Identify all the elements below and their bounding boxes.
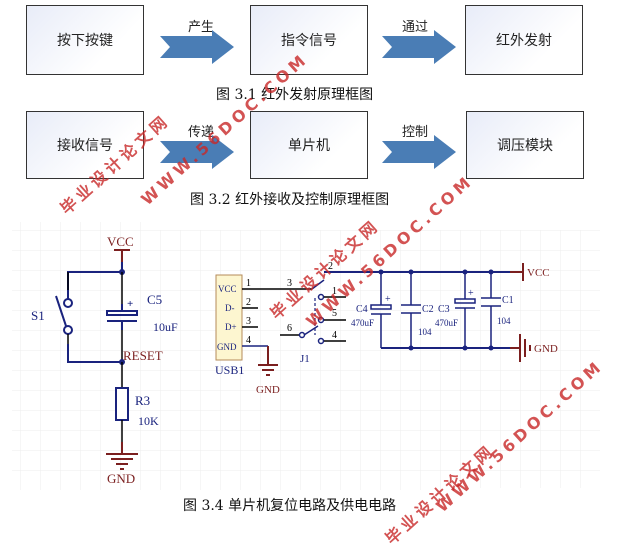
ground-icon [106, 453, 138, 470]
pin-label: D+ [225, 322, 237, 332]
resistor-icon [115, 387, 129, 421]
arrow-label-control: 控制 [401, 125, 428, 140]
pin-number: 3 [287, 278, 292, 289]
pin-number: 2 [328, 261, 333, 272]
pin-number: 4 [246, 335, 251, 346]
box-label: 指令信号 [281, 33, 337, 49]
capacitor-name: C2 [422, 304, 434, 315]
pin-label: D- [225, 303, 235, 313]
box-label: 单片机 [288, 138, 330, 154]
capacitor-name: C5 [147, 292, 162, 307]
capacitor-name: C3 [438, 304, 450, 315]
box-label: 调压模块 [497, 138, 553, 154]
box-receive-signal: 接收信号 [26, 111, 144, 179]
resistor-value: 10K [138, 414, 159, 428]
capacitor-value: 104 [497, 316, 511, 326]
pin-number: 5 [332, 308, 337, 319]
arrow-icon [160, 30, 234, 64]
svg-text:+: + [468, 288, 474, 299]
capacitor-value: 104 [418, 327, 432, 337]
power-circuit: VCC D- D+ GND 1 2 3 4 USB1 GND 3 2 1 5 [215, 261, 558, 396]
reset-circuit: VCC S1 + C5 10uF RESET R3 10K [31, 234, 178, 486]
vcc-port-label: VCC [527, 267, 550, 279]
svg-text:+: + [385, 294, 391, 305]
arrow-label-transfer: 传递 [187, 125, 214, 140]
usb-label: USB1 [215, 363, 244, 377]
caption-fig-3-4: 图 3.4 单片机复位电路及供电电路 [183, 498, 397, 514]
switch-label: S1 [31, 308, 45, 323]
box-label: 红外发射 [496, 33, 552, 49]
box-label: 按下按键 [57, 33, 113, 49]
pin-number: 6 [287, 323, 292, 334]
box-voltage-module: 调压模块 [466, 111, 584, 179]
ground-icon [258, 364, 278, 376]
gnd-label: GND [256, 384, 280, 396]
schematic: VCC S1 + C5 10uF RESET R3 10K [12, 222, 600, 490]
arrow-icon [382, 30, 456, 64]
capacitor-name: C1 [502, 295, 514, 306]
grid-left [12, 222, 152, 490]
reset-net-label: RESET [123, 348, 163, 363]
arrow-icon [160, 135, 234, 169]
capacitor-value: 470uF [351, 318, 374, 328]
arrow-icon [382, 135, 456, 169]
box-press-key: 按下按键 [26, 5, 144, 75]
capacitor-c4: + C4 470uF [351, 269, 392, 348]
gnd-label: GND [107, 471, 135, 486]
pin-number: 4 [332, 330, 337, 341]
vcc-label: VCC [107, 234, 134, 249]
ground-icon [519, 334, 531, 362]
box-command-signal: 指令信号 [250, 5, 368, 75]
capacitor-name: C4 [356, 304, 368, 315]
box-label: 接收信号 [57, 138, 113, 154]
capacitor-value: 470uF [435, 318, 458, 328]
arrow-label-generate: 产生 [187, 20, 214, 35]
arrow-label-through: 通过 [401, 20, 428, 35]
usb-connector [215, 274, 243, 361]
capacitor-c3: + C3 470uF [435, 269, 476, 351]
caption-fig-3-1: 图 3.1 红外发射原理框图 [216, 87, 374, 103]
pin-number: 2 [246, 297, 251, 308]
gnd-port-label: GND [534, 343, 558, 355]
box-mcu: 单片机 [250, 111, 368, 179]
svg-text:+: + [127, 298, 133, 310]
pin-number: 1 [332, 286, 337, 297]
pin-label: VCC [218, 284, 237, 294]
switch-label: J1 [300, 353, 310, 365]
capacitor-value: 10uF [153, 320, 178, 334]
capacitor-c1: C1 104 [481, 269, 514, 351]
box-ir-transmit: 红外发射 [465, 5, 583, 75]
pin-number: 3 [246, 316, 251, 327]
resistor-name: R3 [135, 393, 150, 408]
capacitor-c2: C2 104 [401, 269, 434, 351]
pin-label: GND [217, 342, 237, 352]
pin-number: 1 [246, 278, 251, 289]
grid-center [152, 230, 472, 490]
caption-fig-3-2: 图 3.2 红外接收及控制原理框图 [190, 192, 390, 208]
